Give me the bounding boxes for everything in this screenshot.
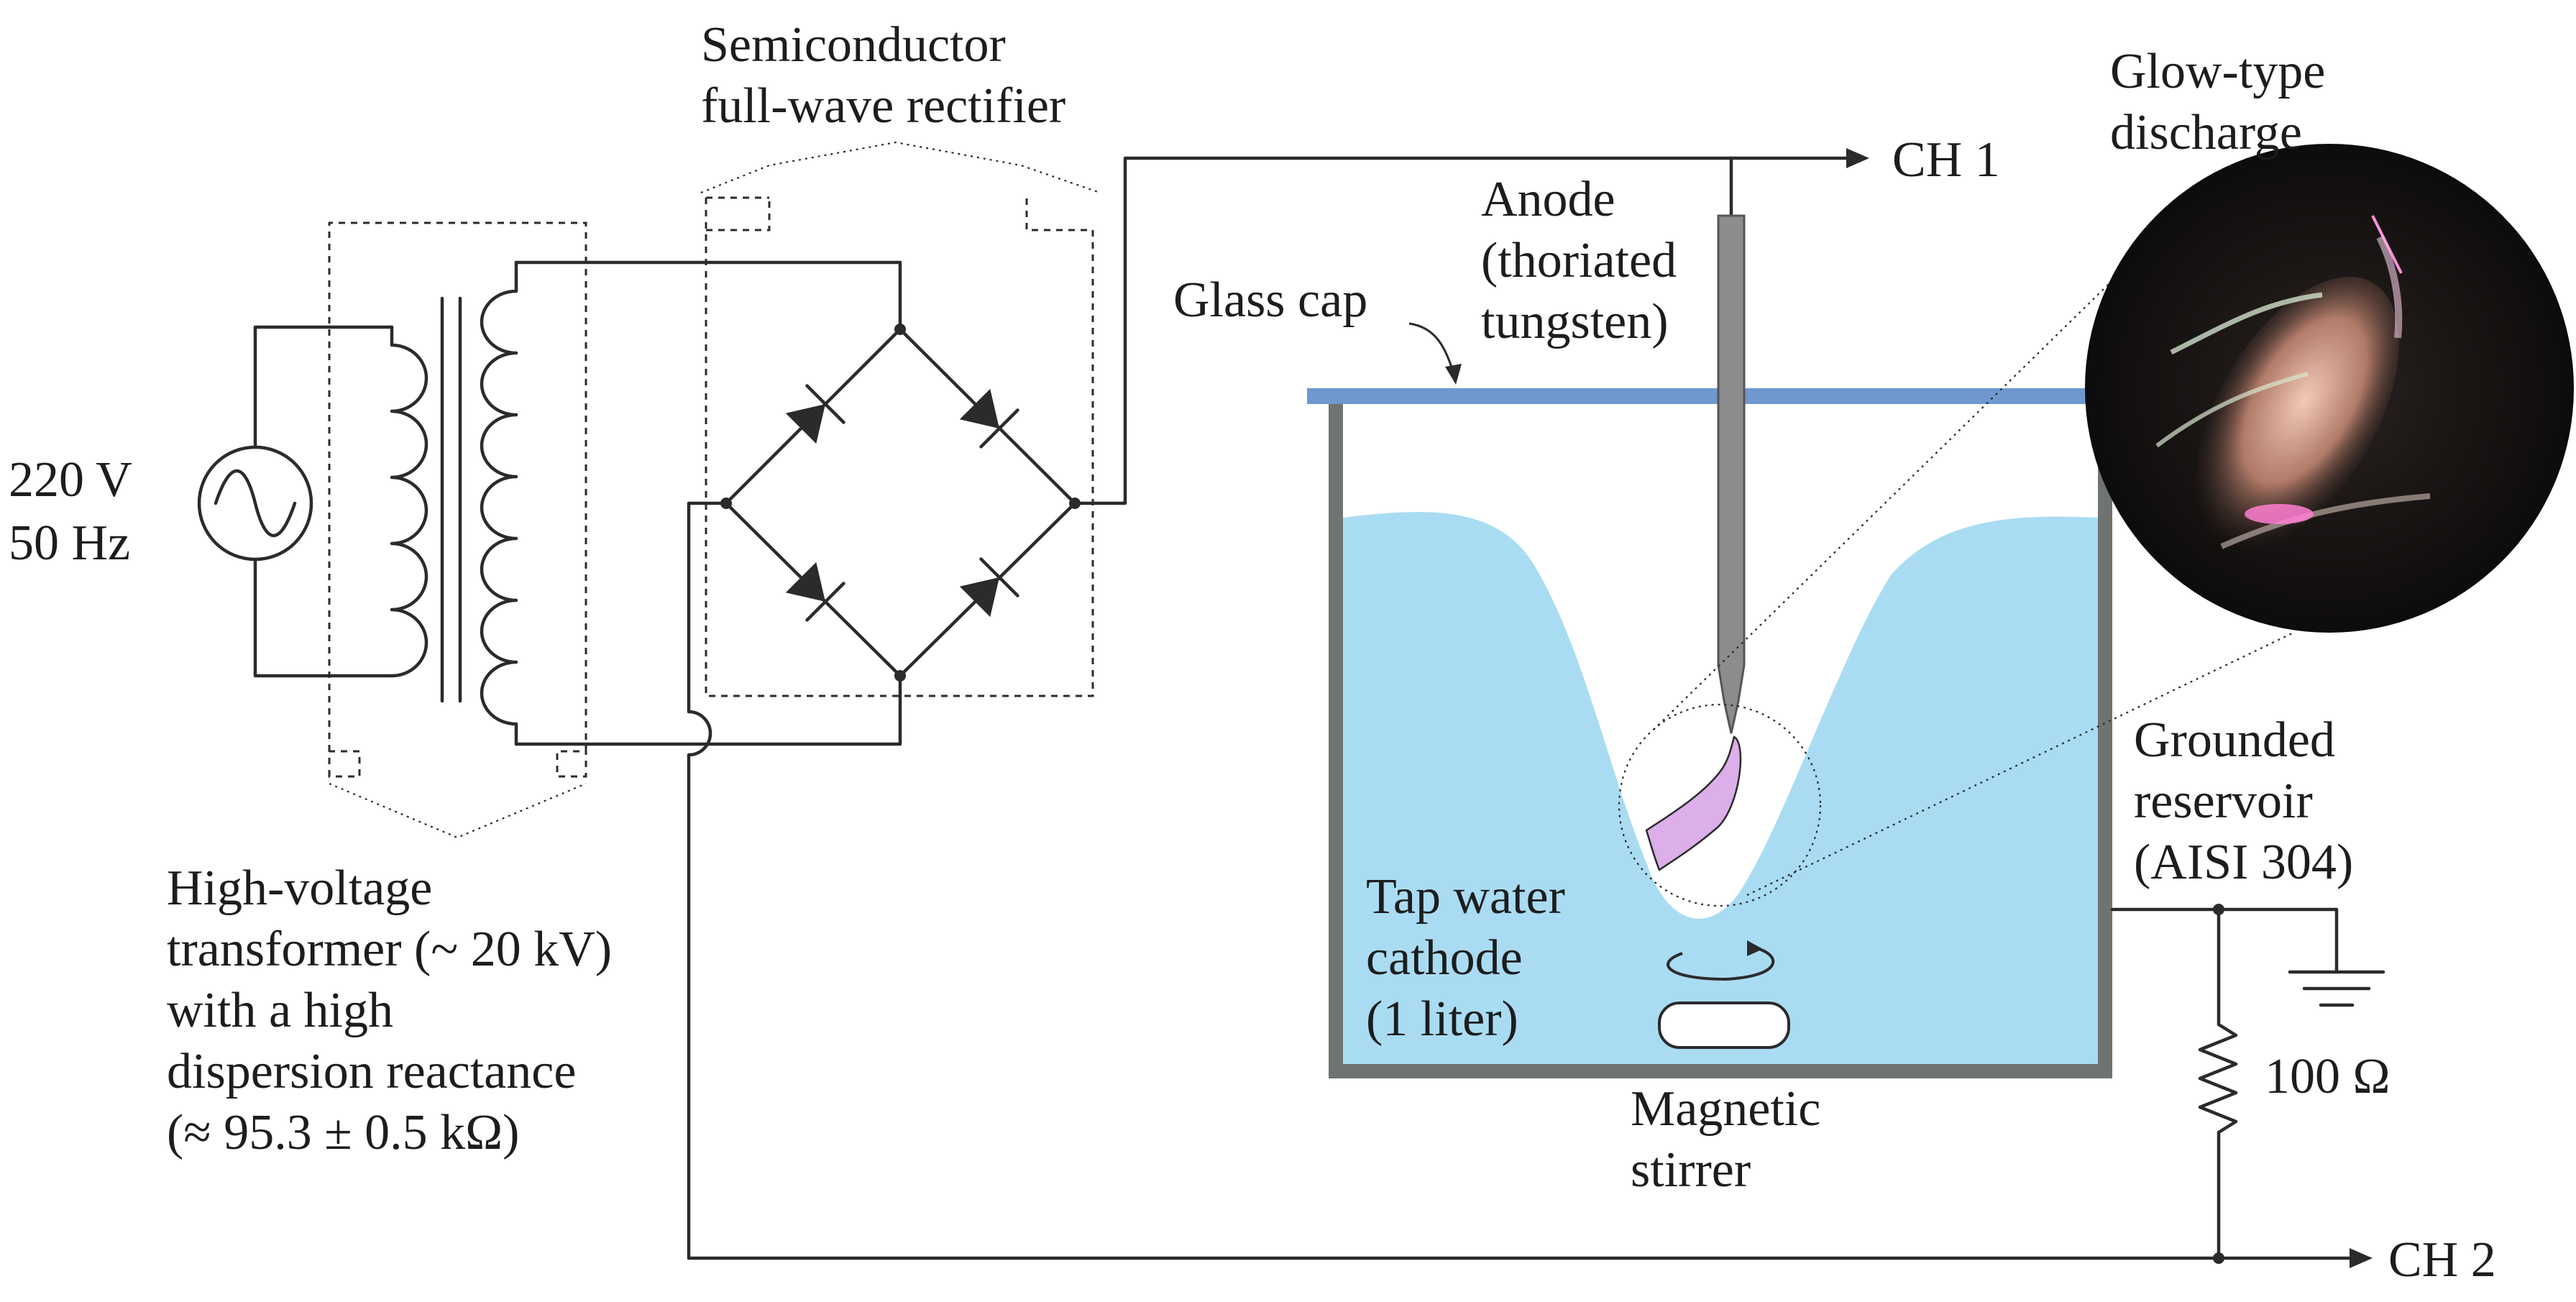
reservoir-label-line1: Grounded bbox=[2134, 712, 2335, 768]
anode-label-line2: (thoriated bbox=[1481, 233, 1677, 288]
diode-icon bbox=[959, 557, 1019, 618]
discharge-photo bbox=[2085, 144, 2574, 633]
diode-icon bbox=[785, 384, 845, 444]
ground-icon bbox=[2288, 970, 2385, 1007]
rectifier-callout bbox=[700, 141, 1101, 194]
cathode-label-line2: cathode bbox=[1366, 930, 1523, 986]
zoom-circle bbox=[1618, 703, 1822, 907]
transformer-label-line3: with a high bbox=[167, 983, 393, 1038]
transformer-label-line5: (≈ 95.3 ± 0.5 kΩ) bbox=[167, 1105, 519, 1160]
reactor-vessel bbox=[1307, 214, 2294, 1078]
transformer-label-line4: dispersion reactance bbox=[167, 1044, 576, 1099]
transformer-label-line2: transformer (~ 20 kV) bbox=[167, 922, 612, 977]
ground-network bbox=[2110, 904, 2385, 1264]
ch2-label: CH 2 bbox=[2388, 1232, 2496, 1288]
secondary-coil bbox=[480, 260, 518, 746]
anode-wire bbox=[1073, 156, 1851, 505]
plasma-glow bbox=[1645, 735, 1742, 871]
resistor-label: 100 Ω bbox=[2265, 1049, 2391, 1104]
rectifier-label-line1: Semiconductor bbox=[701, 17, 1006, 73]
reservoir-label-line3: (AISI 304) bbox=[2134, 835, 2353, 890]
vessel-walls bbox=[1329, 404, 2112, 1078]
transformer-callout bbox=[329, 782, 587, 839]
sine-wave-icon bbox=[214, 469, 297, 537]
transformer-label-line1: High-voltage bbox=[167, 861, 432, 916]
rectifier-label-line2: full-wave rectifier bbox=[701, 78, 1065, 134]
stirrer-bar bbox=[1658, 1001, 1790, 1049]
reservoir-label-line2: reservoir bbox=[2134, 774, 2313, 829]
source-voltage-label: 220 V bbox=[9, 452, 132, 508]
source-frequency-label: 50 Hz bbox=[9, 515, 130, 571]
discharge-label-line1: Glow-type bbox=[2110, 44, 2325, 99]
full-wave-rectifier bbox=[514, 141, 1101, 746]
anode-label-line1: Anode bbox=[1481, 172, 1615, 227]
glass-cap bbox=[1307, 388, 2123, 404]
ground-return-wire bbox=[687, 501, 2355, 1260]
ac-source bbox=[197, 325, 394, 678]
diode-icon bbox=[959, 388, 1019, 449]
diode-icon bbox=[785, 561, 845, 622]
resistor-icon bbox=[2198, 907, 2238, 1260]
anode-electrode bbox=[1717, 214, 1746, 734]
glass-cap-label: Glass cap bbox=[1173, 272, 1367, 328]
tap-water bbox=[1343, 512, 2098, 1066]
anode-label-line3: tungsten) bbox=[1481, 294, 1669, 349]
ch1-arrow-icon bbox=[1846, 148, 1869, 168]
high-voltage-transformer bbox=[328, 221, 587, 839]
ch1-label: CH 1 bbox=[1892, 132, 2000, 188]
primary-coil bbox=[390, 325, 428, 678]
ch2-arrow-icon bbox=[2350, 1248, 2373, 1268]
cathode-label-line1: Tap water bbox=[1366, 869, 1565, 925]
stirrer-label-line2: stirrer bbox=[1631, 1142, 1751, 1198]
stirrer-label-line1: Magnetic bbox=[1631, 1081, 1820, 1137]
discharge-label-line2: discharge bbox=[2110, 105, 2302, 160]
rotation-arrow-icon bbox=[1667, 946, 1775, 981]
cathode-label-line3: (1 liter) bbox=[1366, 991, 1518, 1047]
glass-cap-pointer bbox=[1408, 322, 1455, 375]
